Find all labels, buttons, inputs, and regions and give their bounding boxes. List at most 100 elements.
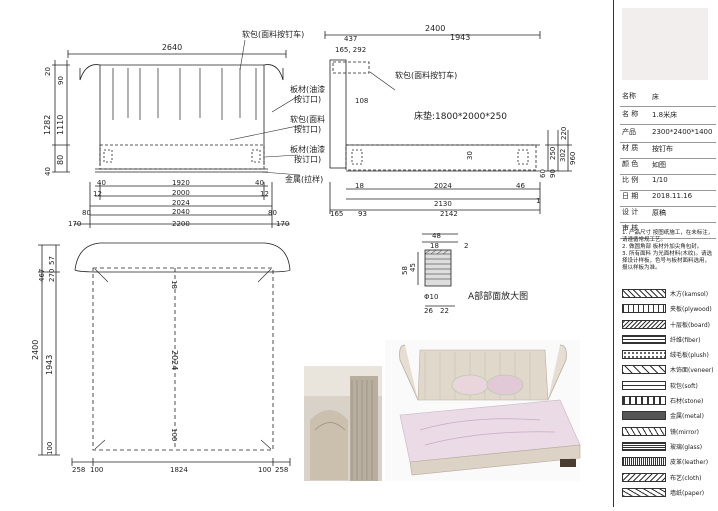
- dim-bottom-2000: 2000: [172, 189, 190, 197]
- dim-bottom-2200: 2200: [172, 220, 190, 228]
- legend-label: 纤维(fiber): [670, 336, 701, 344]
- label-board-skin2-a: 板材(油漆: [290, 144, 325, 154]
- dim-bottom-2024: 2024: [172, 199, 190, 207]
- label-bed-size: 床垫:1800*2000*250: [414, 110, 507, 122]
- title-block-row: 颜 色 如图: [620, 158, 716, 175]
- legend-swatch-icon: [622, 365, 666, 375]
- legend-item: 软包(soft): [620, 378, 716, 393]
- dim-plan-100: 100: [46, 442, 54, 455]
- dim-side-60: 60: [539, 169, 547, 178]
- legend-label: 十层板(board): [670, 321, 711, 329]
- legend-swatch-icon: [622, 350, 666, 360]
- label-soft-wrap-nail-right: 软包(面料按钉车): [395, 70, 457, 80]
- legend-label: 镜(mirror): [670, 428, 700, 436]
- dim-437: 437: [344, 35, 357, 43]
- dim-height-1110: 1110: [56, 115, 65, 135]
- title-block-value: 按钉布: [652, 145, 673, 153]
- dim-plan-bottom-100: 100: [90, 466, 103, 474]
- title-block-key: 颜 色: [622, 160, 639, 168]
- legend-item: 镜(mirror): [620, 424, 716, 439]
- legend-item: 布艺(cloth): [620, 470, 716, 485]
- dim-detail-58: 58: [401, 266, 409, 275]
- dim-side-220: 220: [560, 127, 568, 140]
- dim-side-18: 18: [355, 182, 364, 190]
- legend-item: 木饰面(veneer): [620, 362, 716, 377]
- title-block-value: 1.8米床: [652, 111, 678, 119]
- dim-bottom-170b: 170: [276, 220, 289, 228]
- dim-side-960: 960: [569, 152, 577, 165]
- dim-left-total: 2640: [162, 43, 182, 52]
- title-block-value: 床: [652, 93, 659, 101]
- legend-label: 墙纸(paper): [670, 489, 705, 497]
- title-block-key: 日 期: [622, 192, 639, 200]
- dim-bottom-40b: 40: [255, 179, 264, 187]
- dim-left-side-90: 90: [57, 76, 65, 85]
- legend-item: 夹板(plywood): [620, 301, 716, 316]
- legend-label: 金属(metal): [670, 413, 704, 421]
- title-block-row: 名称床: [620, 90, 716, 107]
- dim-side-165: 165: [330, 210, 343, 218]
- label-soft-fabric-b: 按钉口): [294, 124, 321, 134]
- dim-side-302: 302: [559, 149, 567, 162]
- dim-plan-bottom-100b: 100: [258, 466, 271, 474]
- dim-height-80: 80: [56, 155, 65, 165]
- dim-bottom-12b: 12: [260, 190, 269, 198]
- legend-label: 绒毛板(plush): [670, 352, 709, 360]
- dim-detail-22: 22: [440, 307, 449, 315]
- dim-plan-2400: 2400: [31, 340, 40, 360]
- legend-label: 木方(kamsol): [670, 291, 709, 298]
- dim-plan-bottom-258: 258: [72, 466, 85, 474]
- legend-swatch-icon: [622, 487, 666, 497]
- legend-item: 十层板(board): [620, 317, 716, 332]
- detail-title: A部部面放大图: [468, 290, 528, 302]
- legend-item: 墙纸(paper): [620, 485, 716, 500]
- dim-plan-bottom-1824: 1824: [170, 466, 188, 474]
- side-elevation: [324, 31, 572, 214]
- note-2: 2. 做圆角部 板材外加尖角包封。: [622, 244, 703, 250]
- title-block-value: 1/10: [652, 176, 668, 184]
- dim-detail-phi10: Φ10: [424, 293, 438, 301]
- dim-plan-467: 467: [38, 269, 46, 282]
- title-block-key: 材 质: [622, 144, 639, 152]
- front-elevation: [52, 39, 303, 228]
- legend-item: 木方(kamsol): [620, 286, 716, 301]
- dim-bottom-1920: 1920: [172, 179, 190, 187]
- label-board-skin2-b: 按订口): [294, 154, 321, 164]
- title-block-value: 原稿: [652, 209, 666, 217]
- dim-165-292: 165, 292: [335, 46, 366, 54]
- dim-detail-45: 45: [409, 263, 417, 272]
- dim-height-total: 1282: [43, 115, 52, 135]
- legend-item: 金属(metal): [620, 408, 716, 423]
- dim-right-sub: 1943: [450, 33, 470, 42]
- title-block-row: 设 计 原稿: [620, 206, 716, 223]
- company-logo: [622, 8, 708, 80]
- technical-drawing: 2640 1282 1110 80 20 90 40 40 1920 40 12…: [31, 24, 581, 481]
- title-block-value: 2300*2400*1400: [652, 128, 713, 136]
- legend-swatch-icon: [622, 441, 666, 451]
- title-block-key: 审 核: [622, 224, 639, 232]
- plan-view: [38, 242, 291, 466]
- legend-label: 软包(soft): [670, 382, 698, 390]
- dim-plan-bottom-258b: 258: [275, 466, 288, 474]
- title-block-key: 设 计: [622, 208, 639, 216]
- legend-swatch-icon: [622, 472, 666, 482]
- dim-side-46: 46: [516, 182, 525, 190]
- legend-swatch-icon: [622, 411, 666, 421]
- dim-bottom-2040: 2040: [172, 208, 190, 216]
- title-block-value: 如图: [652, 161, 666, 169]
- legend-swatch-icon: [622, 334, 666, 344]
- label-board-skin-b: 按订口): [294, 94, 321, 104]
- dim-side-90: 90: [549, 169, 557, 178]
- dim-side-93: 93: [358, 210, 367, 218]
- photo-bed: [385, 340, 581, 481]
- dim-bottom-80: 80: [82, 209, 91, 217]
- title-block-key: 名 称: [622, 110, 639, 118]
- title-block-row: 名 称 1.8米床: [620, 108, 716, 125]
- label-soft-wrap-nail: 软包(面料按钉车): [242, 29, 304, 39]
- legend-label: 皮革(leather): [670, 459, 709, 467]
- dim-side-2024: 2024: [434, 182, 452, 190]
- dim-bottom-80b: 80: [268, 209, 277, 217]
- title-block-row: 审 核: [620, 222, 716, 239]
- legend-swatch-icon: [622, 304, 666, 314]
